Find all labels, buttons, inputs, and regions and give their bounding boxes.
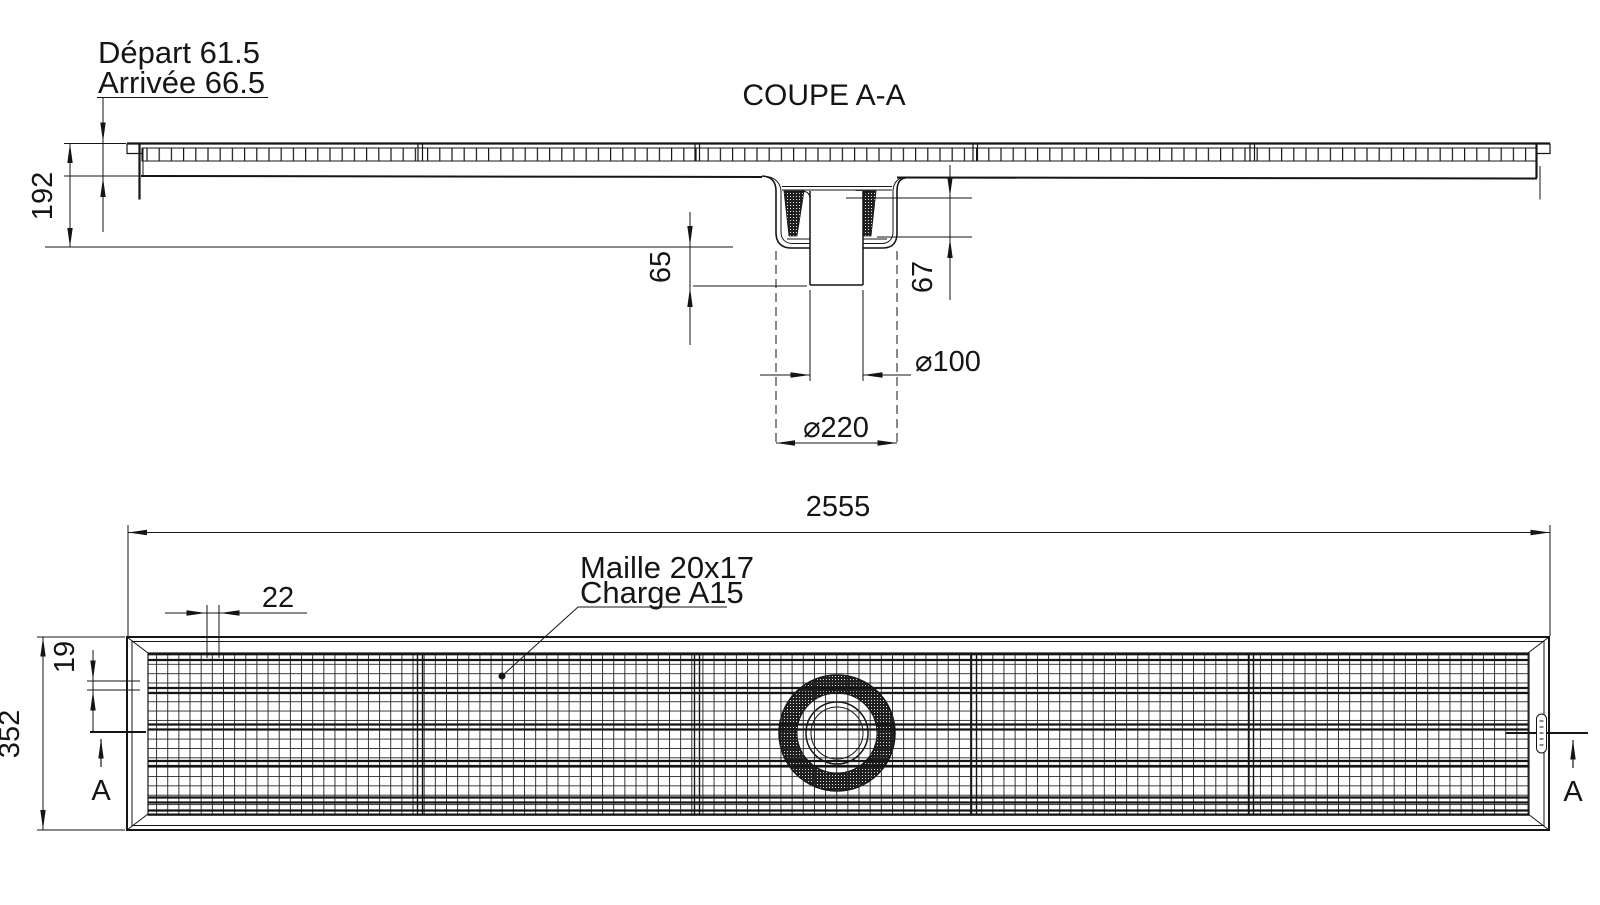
grate-bars (141, 147, 1537, 162)
dim-67: 67 (846, 165, 972, 300)
mesh-heavy-bars (148, 652, 1529, 816)
channel-profile (126, 142, 1551, 200)
channel-floor (140, 175, 1538, 180)
dim-352: 352 (0, 636, 125, 831)
dim-2555-extensions (127, 525, 1551, 636)
dim-192-extensions (45, 143, 733, 248)
mesh-panel-joints (416, 653, 1255, 815)
mesh-grid (147, 652, 1530, 816)
depart-note: Départ 61.5 (98, 35, 260, 70)
mesh-note-leader (501, 606, 727, 677)
cut-marker-left: A (91, 775, 111, 807)
cut-marker-right: A (1563, 776, 1583, 808)
dim-2555-text: 2555 (806, 491, 871, 523)
dim-19-text: 19 (49, 641, 81, 673)
section-view: COUPE A-A Départ 61.5 Arrivée 66.5 (27, 35, 1551, 446)
outlet-pipe-body (810, 191, 863, 285)
section-cut: A A (90, 713, 1588, 808)
dim-67-text: 67 (907, 261, 939, 293)
dim-22: 22 (165, 582, 307, 658)
depth-note: Départ 61.5 Arrivée 66.5 (64, 35, 268, 232)
mesh-grating (147, 652, 1530, 816)
section-title: COUPE A-A (742, 79, 905, 112)
sump-assembly (761, 175, 910, 286)
arrivee-note: Arrivée 66.5 (98, 65, 265, 100)
mesh-note-line2: Charge A15 (580, 575, 744, 610)
dim-d100-text: ⌀100 (915, 346, 981, 378)
outlet-pipe-outline (809, 191, 864, 286)
dim-65-text: 65 (645, 251, 677, 283)
dim-192: 192 (27, 143, 733, 248)
dim-19: 19 (49, 641, 140, 731)
dim-22-text: 22 (262, 582, 294, 614)
depth-dim-lines (64, 98, 139, 232)
dim-65: 65 (645, 212, 807, 345)
dim-d220: ⌀220 (775, 251, 898, 446)
dim-d100: ⌀100 (760, 290, 981, 381)
dim-d220-text: ⌀220 (803, 412, 869, 444)
dim-352-text: 352 (0, 710, 26, 758)
grate-panel-joints (417, 143, 1256, 162)
dim-d100-extensions (809, 290, 864, 381)
frame-mitres (126, 636, 1550, 831)
mesh-note-line1: Maille 20x17 (580, 550, 754, 585)
mesh-note-leader-dot (498, 672, 506, 680)
dim-2555: 2555 (127, 491, 1551, 636)
filter-basket-left (783, 190, 805, 237)
brand-badge-text-marks (1539, 720, 1544, 746)
plan-view: A A 2555 352 22 19 (0, 491, 1588, 831)
dim-d220-dashed-extensions (775, 251, 898, 446)
dim-192-text: 192 (27, 172, 59, 220)
end-lips (126, 143, 1551, 155)
dim-352-extensions (37, 636, 125, 831)
mesh-note: Maille 20x17 Charge A15 (498, 550, 754, 680)
